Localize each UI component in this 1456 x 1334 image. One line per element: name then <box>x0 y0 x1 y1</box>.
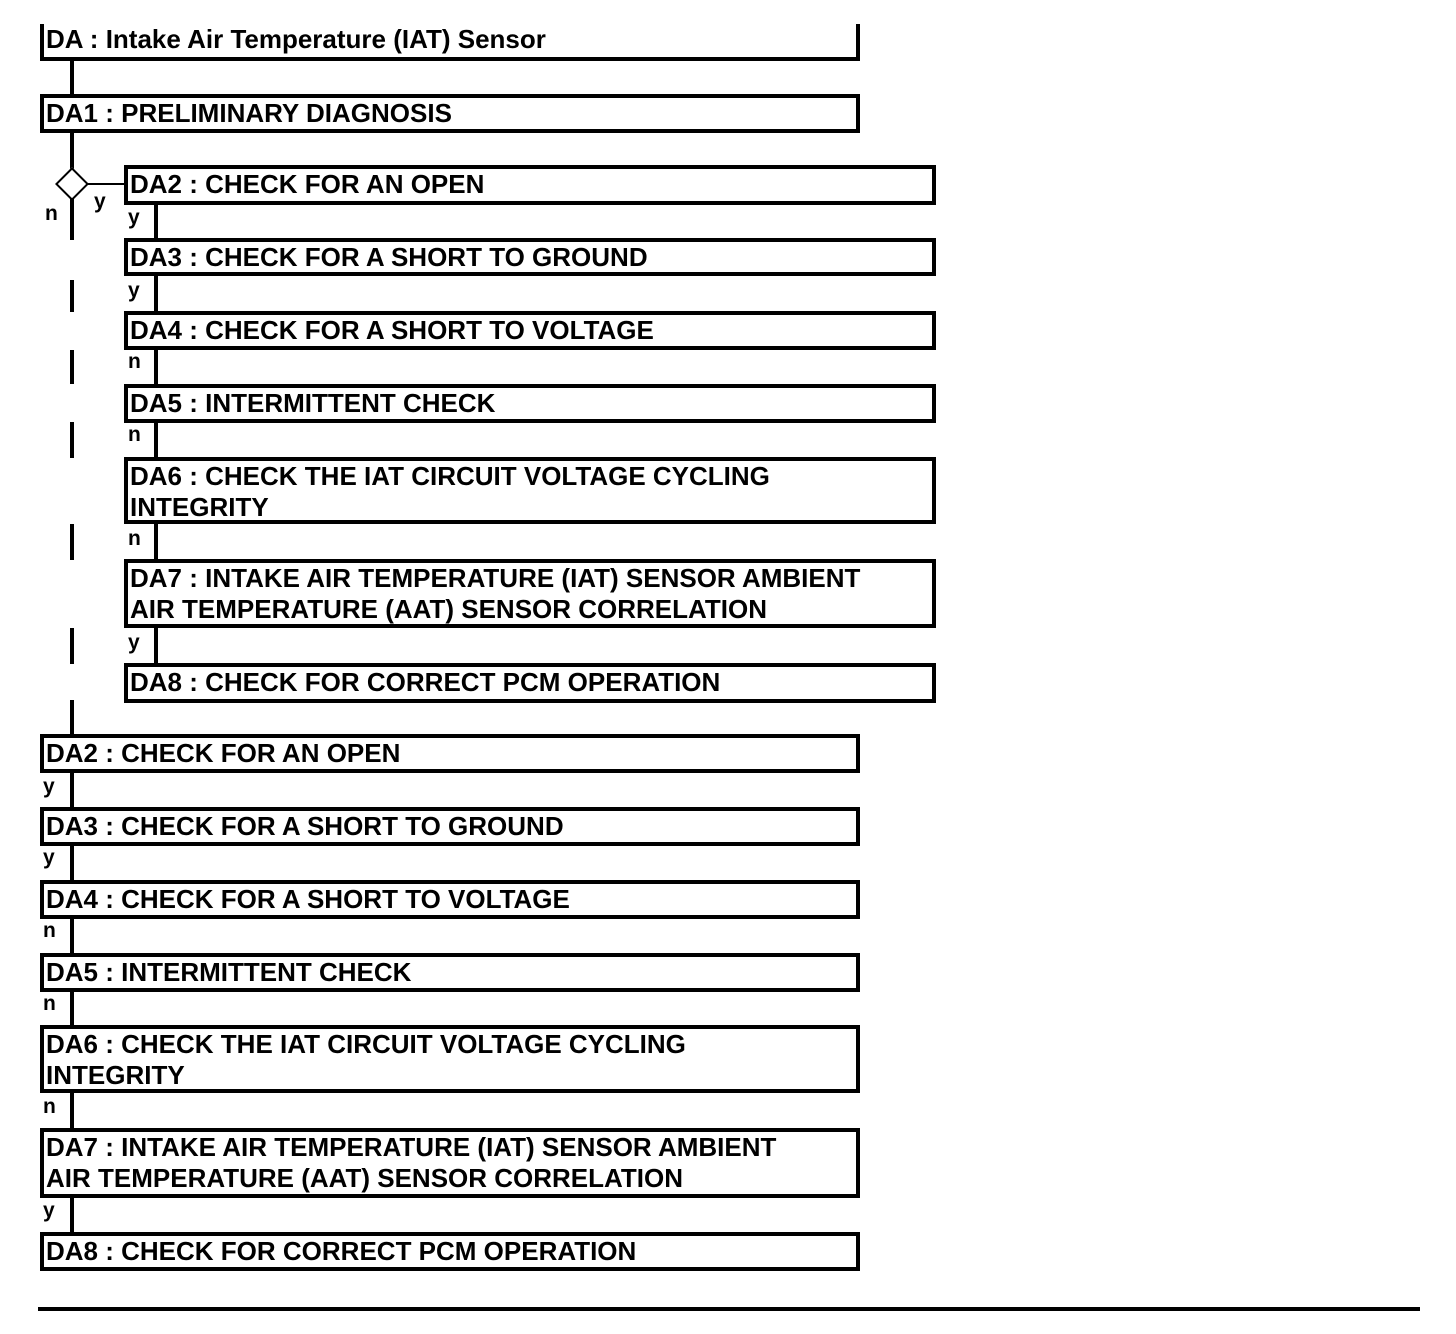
branch-connector <box>154 524 158 560</box>
decision-diamond <box>55 167 89 201</box>
main-link-label: y <box>43 775 55 798</box>
main-step-text-line1: DA7 : INTAKE AIR TEMPERATURE (IAT) SENSO… <box>46 1132 777 1162</box>
flowchart-title: DA : Intake Air Temperature (IAT) Sensor <box>40 24 860 61</box>
decision-no-label: n <box>45 202 58 225</box>
main-step-da5: DA5 : INTERMITTENT CHECK <box>40 953 860 992</box>
trunk-connector <box>70 700 74 736</box>
trunk-connector <box>70 61 74 95</box>
branch-step-text: DA4 : CHECK FOR A SHORT TO VOLTAGE <box>130 315 654 345</box>
main-link-label: y <box>43 1199 55 1222</box>
branch-connector <box>154 628 158 664</box>
step-da1: DA1 : PRELIMINARY DIAGNOSIS <box>40 94 860 133</box>
main-link-label: n <box>43 1095 56 1118</box>
branch-step-text-line1: DA6 : CHECK THE IAT CIRCUIT VOLTAGE CYCL… <box>130 461 770 491</box>
main-connector <box>70 1093 74 1129</box>
trunk-connector <box>70 198 74 240</box>
main-step-da6: DA6 : CHECK THE IAT CIRCUIT VOLTAGE CYCL… <box>40 1025 860 1093</box>
main-connector <box>70 773 74 808</box>
main-link-label: n <box>43 992 56 1015</box>
branch-step-da6: DA6 : CHECK THE IAT CIRCUIT VOLTAGE CYCL… <box>124 457 936 524</box>
decision-yes-connector <box>86 183 126 185</box>
step-da1-text: DA1 : PRELIMINARY DIAGNOSIS <box>46 98 452 128</box>
trunk-dash <box>70 280 74 312</box>
branch-link-label: y <box>128 631 140 654</box>
main-link-label: y <box>43 846 55 869</box>
branch-step-text-line2: AIR TEMPERATURE (AAT) SENSOR CORRELATION <box>130 594 767 624</box>
branch-connector <box>154 350 158 385</box>
flowchart-title-text: DA : Intake Air Temperature (IAT) Sensor <box>46 24 546 54</box>
branch-step-da5: DA5 : INTERMITTENT CHECK <box>124 384 936 423</box>
trunk-dash <box>70 422 74 458</box>
branch-step-da4: DA4 : CHECK FOR A SHORT TO VOLTAGE <box>124 311 936 350</box>
decision-yes-label: y <box>94 190 106 213</box>
branch-link-label: n <box>128 350 141 373</box>
main-step-text: DA4 : CHECK FOR A SHORT TO VOLTAGE <box>46 884 570 914</box>
branch-step-text: DA3 : CHECK FOR A SHORT TO GROUND <box>130 242 648 272</box>
bottom-divider <box>38 1307 1420 1311</box>
branch-step-text-line2: INTEGRITY <box>130 492 269 522</box>
main-connector <box>70 846 74 881</box>
main-step-da3: DA3 : CHECK FOR A SHORT TO GROUND <box>40 807 860 846</box>
main-step-text-line2: INTEGRITY <box>46 1060 185 1090</box>
branch-step-da7: DA7 : INTAKE AIR TEMPERATURE (IAT) SENSO… <box>124 559 936 628</box>
trunk-dash <box>70 524 74 560</box>
branch-step-da8: DA8 : CHECK FOR CORRECT PCM OPERATION <box>124 663 936 703</box>
main-step-text: DA3 : CHECK FOR A SHORT TO GROUND <box>46 811 564 841</box>
branch-connector <box>154 205 158 239</box>
main-step-da7: DA7 : INTAKE AIR TEMPERATURE (IAT) SENSO… <box>40 1128 860 1198</box>
main-step-text-line2: AIR TEMPERATURE (AAT) SENSOR CORRELATION <box>46 1163 683 1193</box>
main-connector <box>70 1198 74 1233</box>
main-step-text: DA5 : INTERMITTENT CHECK <box>46 957 412 987</box>
branch-step-da2: DA2 : CHECK FOR AN OPEN <box>124 165 936 205</box>
branch-link-label: y <box>128 279 140 302</box>
branch-connector <box>154 276 158 312</box>
main-step-text: DA8 : CHECK FOR CORRECT PCM OPERATION <box>46 1236 637 1266</box>
branch-connector <box>154 423 158 458</box>
main-step-da2: DA2 : CHECK FOR AN OPEN <box>40 734 860 773</box>
branch-link-label: n <box>128 527 141 550</box>
main-connector <box>70 919 74 954</box>
main-connector <box>70 992 74 1026</box>
branch-step-text-line1: DA7 : INTAKE AIR TEMPERATURE (IAT) SENSO… <box>130 563 861 593</box>
branch-step-da3: DA3 : CHECK FOR A SHORT TO GROUND <box>124 238 936 276</box>
branch-step-text: DA5 : INTERMITTENT CHECK <box>130 388 496 418</box>
branch-link-label: n <box>128 423 141 446</box>
main-step-text: DA2 : CHECK FOR AN OPEN <box>46 738 401 768</box>
trunk-connector <box>70 133 74 169</box>
main-step-da8: DA8 : CHECK FOR CORRECT PCM OPERATION <box>40 1232 860 1271</box>
main-step-text-line1: DA6 : CHECK THE IAT CIRCUIT VOLTAGE CYCL… <box>46 1029 686 1059</box>
trunk-dash <box>70 350 74 384</box>
branch-step-text: DA2 : CHECK FOR AN OPEN <box>130 169 485 199</box>
main-step-da4: DA4 : CHECK FOR A SHORT TO VOLTAGE <box>40 880 860 919</box>
main-link-label: n <box>43 919 56 942</box>
trunk-dash <box>70 628 74 664</box>
branch-step-text: DA8 : CHECK FOR CORRECT PCM OPERATION <box>130 667 721 697</box>
branch-link-label: y <box>128 206 140 229</box>
